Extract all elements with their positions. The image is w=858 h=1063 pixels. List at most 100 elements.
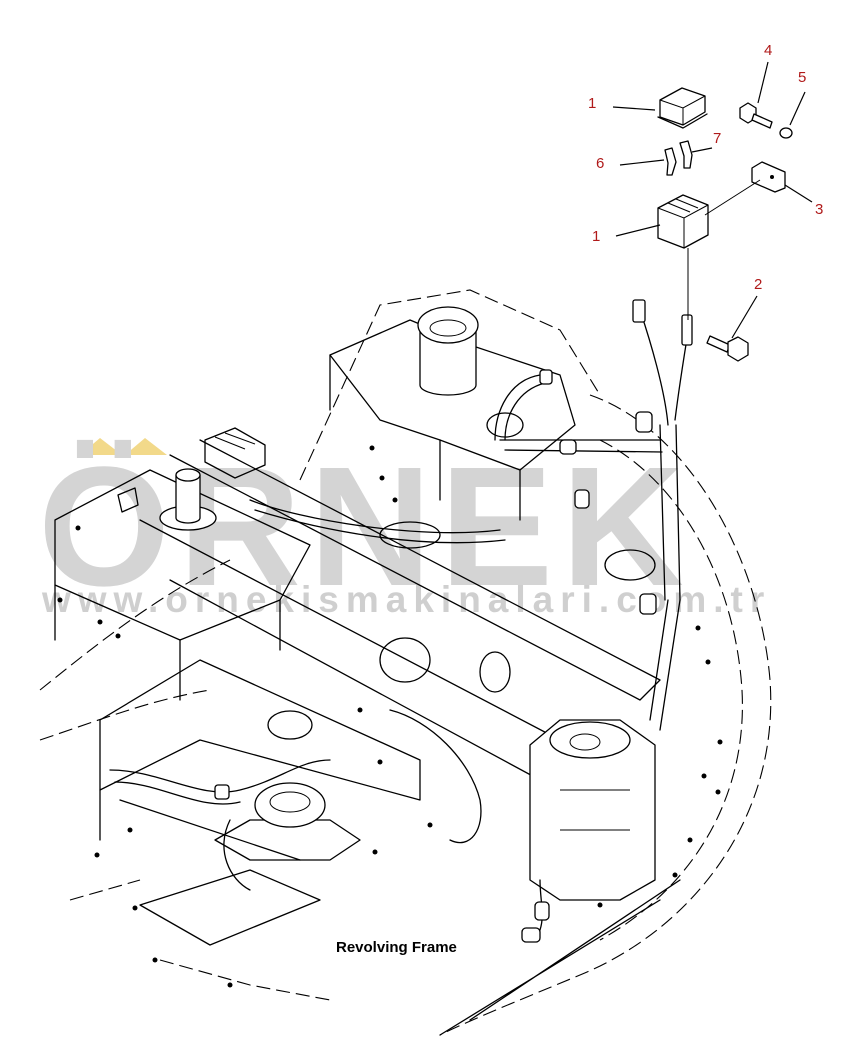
hole: [377, 759, 383, 765]
hole: [75, 525, 81, 531]
left-boss-top: [175, 468, 201, 482]
top-cylinder-ring: [429, 319, 467, 337]
left-boss: [175, 474, 201, 524]
main-beam-lower: [139, 519, 561, 781]
top-cylinder: [419, 329, 477, 396]
relay-lower-body: [657, 194, 709, 249]
clamp-3: [559, 439, 577, 455]
clamp-8: [214, 784, 230, 800]
hole: [717, 739, 723, 745]
callout-5: 5: [798, 69, 806, 86]
frame-bottom-edge: [69, 879, 331, 1001]
clip-7: [679, 140, 693, 169]
lower-mount-ring: [254, 782, 326, 828]
relay-upper: [657, 87, 708, 129]
wiring-harness: [109, 299, 693, 943]
clamp-7: [539, 369, 553, 385]
exploded-parts: [657, 87, 793, 362]
hole: [94, 852, 100, 858]
watermark-accent-left: [80, 438, 122, 455]
bolt-4-shank: [751, 113, 773, 129]
center-hole-3: [379, 521, 441, 549]
lower-mount: [214, 819, 361, 861]
assembly-line-1: [704, 179, 761, 216]
mounting-holes: [57, 445, 723, 988]
left-block-side: [54, 584, 281, 701]
bracket-3-hole: [770, 175, 774, 179]
harness-tank-loop: [494, 374, 546, 441]
watermark-brand: ÖRNEK: [38, 432, 692, 622]
leader-4: [757, 61, 769, 104]
harness-lower-right: [389, 709, 482, 844]
frame-outline-top: [299, 289, 601, 481]
clamp-2: [639, 593, 657, 615]
connector-upper-2: [681, 314, 693, 346]
hole: [227, 982, 233, 988]
bolt-4: [739, 102, 773, 129]
callout-1-upper: 1: [588, 95, 596, 112]
hole: [672, 872, 678, 878]
bracket-3: [751, 161, 786, 193]
hole: [152, 957, 158, 963]
right-tank-detail: [560, 789, 630, 831]
leader-6: [619, 159, 665, 166]
clamp-6: [521, 927, 541, 943]
top-tank-side: [329, 354, 521, 521]
hole: [597, 902, 603, 908]
hole: [695, 625, 701, 631]
hole: [127, 827, 133, 833]
leader-7: [691, 147, 713, 153]
relay-upper-base: [657, 113, 708, 129]
frame-outline-arc-inner: [599, 439, 743, 941]
hole: [372, 849, 378, 855]
hole: [132, 905, 138, 911]
washer-5: [779, 127, 793, 139]
bottom-plate: [139, 869, 321, 946]
center-hole-2: [479, 651, 511, 693]
harness-cross: [499, 439, 663, 453]
frame-outline-left: [39, 559, 231, 741]
relay-upper-top: [659, 95, 706, 125]
right-tank-ring: [569, 733, 601, 751]
frame-caption: Revolving Frame: [336, 939, 457, 956]
lower-hole: [267, 710, 313, 740]
watermark-url: www.ornekismakinalari.com.tr: [41, 579, 771, 620]
relay-upper-body: [659, 87, 706, 126]
lower-frame: [99, 659, 421, 801]
left-bracket: [117, 487, 139, 513]
harness-bottom: [223, 819, 543, 931]
callout-1-lower: 1: [592, 228, 600, 245]
hole: [379, 475, 385, 481]
relay-lower: [657, 194, 709, 249]
callout-7: 7: [713, 130, 721, 147]
clip-6: [664, 147, 677, 176]
revolving-frame: [39, 289, 772, 1036]
hole: [369, 445, 375, 451]
main-beam-top: [169, 439, 661, 701]
hole: [392, 497, 398, 503]
leader-3: [784, 184, 813, 203]
leader-1b: [615, 224, 661, 237]
bolt-2-shank: [706, 335, 731, 353]
clamp-1: [635, 411, 653, 433]
harness-lower-loop: [109, 759, 331, 805]
leader-1a: [612, 106, 656, 111]
callouts: 1 4 5 7 6 3 1 2: [588, 42, 823, 339]
callout-2: 2: [754, 276, 762, 293]
callout-4: 4: [764, 42, 772, 59]
connector-upper: [632, 299, 646, 323]
hole: [97, 619, 103, 625]
lower-frame-side: [99, 789, 301, 861]
right-hole: [604, 549, 656, 581]
leader-2: [731, 295, 758, 339]
right-tank-cap: [549, 721, 631, 759]
callout-6: 6: [596, 155, 604, 172]
clamp-4: [574, 489, 590, 509]
hole: [701, 773, 707, 779]
hole: [357, 707, 363, 713]
hole: [687, 837, 693, 843]
callout-3: 3: [815, 201, 823, 218]
lower-mount-ring-inner: [269, 791, 311, 813]
harness-left-run: [249, 499, 506, 544]
hole: [715, 789, 721, 795]
